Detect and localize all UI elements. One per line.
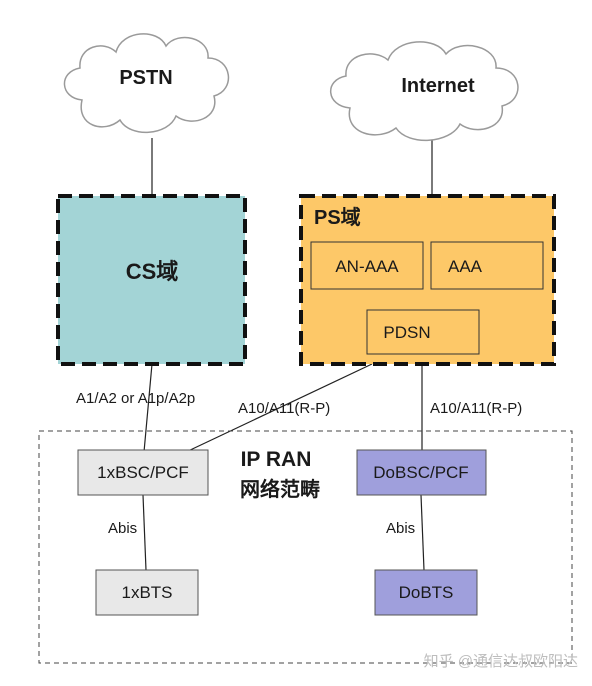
bsc-pcf-node: 1xBSC/PCF (77, 449, 209, 496)
bts-box (95, 569, 199, 616)
a1-link-label: A1/A2 or A1p/A2p (76, 390, 195, 407)
dobsc-pcf-label: DoBSC/PCF (373, 463, 468, 482)
ps-domain: PS域 AN-AAA AAA PDSN (299, 194, 556, 366)
a10-left-link-label: A10/A11(R-P) (238, 400, 330, 417)
ip-ran-subtitle: 网络范畴 (240, 477, 320, 501)
pstn-cloud: PSTN (63, 33, 230, 134)
a10-left-link (185, 363, 373, 453)
cs-domain: CS域 (56, 194, 247, 366)
ip-ran-title: IP RAN (241, 448, 312, 471)
aaa-box (430, 241, 544, 290)
a10-right-link-label: A10/A11(R-P) (430, 400, 522, 417)
dobts-box (374, 569, 478, 616)
cloud-icon (329, 41, 519, 141)
an-aaa-box (310, 241, 424, 290)
an-aaa-label: AN-AAA (335, 257, 399, 276)
internet-cloud: Internet (329, 41, 519, 141)
dobts-node: DoBTS (374, 569, 478, 616)
dobts-label: DoBTS (399, 583, 454, 602)
abis-right-label: Abis (386, 520, 415, 537)
dobsc-pcf-box (356, 449, 487, 496)
dobsc-pcf-node: DoBSC/PCF (356, 449, 487, 496)
bsc-pcf-label: 1xBSC/PCF (97, 463, 189, 482)
aaa-label: AAA (448, 257, 483, 276)
pdsn-label: PDSN (383, 323, 430, 342)
internet-label: Internet (401, 75, 475, 97)
cs-domain-label: CS域 (126, 259, 179, 284)
pstn-label: PSTN (119, 67, 172, 89)
ip-ran-boundary (38, 430, 573, 664)
abis-left-label: Abis (108, 520, 137, 537)
abis-right-link (420, 494, 425, 571)
cs-domain-box (56, 194, 247, 366)
abis-left-link (142, 494, 147, 571)
cloud-icon (63, 33, 230, 134)
bsc-pcf-box (77, 449, 209, 496)
a1-link (143, 363, 153, 453)
ps-domain-label: PS域 (314, 205, 361, 229)
bts-node: 1xBTS (95, 569, 199, 616)
bts-label: 1xBTS (121, 583, 172, 602)
pdsn-box (366, 309, 480, 355)
watermark: 知乎 @通信达叔欧阳达 (424, 653, 578, 670)
